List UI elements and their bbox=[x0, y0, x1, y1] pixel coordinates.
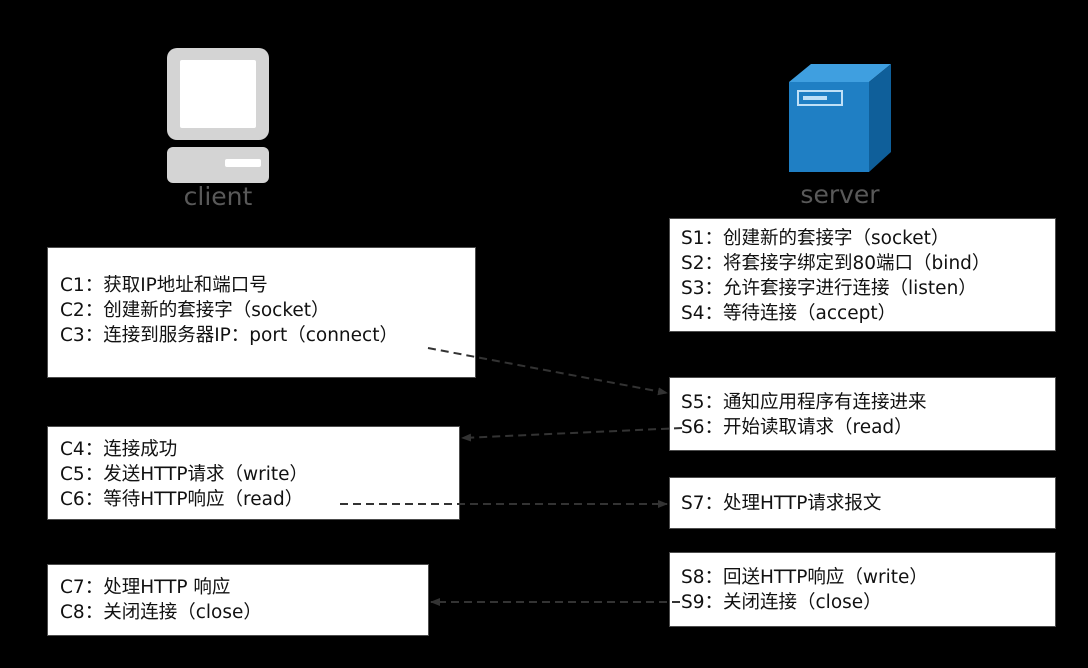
server-step-s3: S3：允许套接字进行连接（listen） bbox=[681, 278, 977, 299]
client-box-request: C4：连接成功 C5：发送HTTP请求（write） C6：等待HTTP响应（r… bbox=[47, 426, 460, 520]
server-step-s7: S7：处理HTTP请求报文 bbox=[681, 493, 882, 514]
client-step-c7: C7：处理HTTP 响应 bbox=[60, 577, 231, 598]
arrow-connect-to-s5 bbox=[427, 347, 668, 396]
client-step-c5: C5：发送HTTP请求（write） bbox=[60, 464, 309, 485]
server-step-s1: S1：创建新的套接字（socket） bbox=[681, 228, 950, 249]
server-step-s4: S4：等待连接（accept） bbox=[681, 303, 897, 324]
client-step-c1: C1：获取IP地址和端口号 bbox=[60, 275, 268, 296]
client-step-c4: C4：连接成功 bbox=[60, 439, 178, 460]
server-step-s6: S6：开始读取请求（read） bbox=[681, 417, 913, 438]
server-box-accept: S5：通知应用程序有连接进来 S6：开始读取请求（read） bbox=[669, 377, 1056, 451]
client-label: client bbox=[183, 182, 253, 211]
server-tower-icon bbox=[789, 64, 891, 172]
client-step-c6: C6：等待HTTP响应（read） bbox=[60, 489, 304, 510]
server-label: server bbox=[800, 180, 880, 209]
client-step-c8: C8：关闭连接（close） bbox=[60, 602, 262, 623]
server-step-s5: S5：通知应用程序有连接进来 bbox=[681, 392, 927, 413]
client-step-c2: C2：创建新的套接字（socket） bbox=[60, 300, 330, 321]
client-box-connect: C1：获取IP地址和端口号 C2：创建新的套接字（socket） C3：连接到服… bbox=[47, 247, 476, 378]
server-step-s9: S9：关闭连接（close） bbox=[681, 592, 882, 613]
client-step-c3: C3：连接到服务器IP：port（connect） bbox=[60, 325, 398, 346]
client-box-close: C7：处理HTTP 响应 C8：关闭连接（close） bbox=[47, 564, 429, 636]
arrow-s6-to-c4 bbox=[461, 427, 683, 442]
desktop-computer-icon bbox=[167, 48, 269, 183]
server-step-s2: S2：将套接字绑定到80端口（bind） bbox=[681, 253, 991, 274]
server-box-setup: S1：创建新的套接字（socket） S2：将套接字绑定到80端口（bind） … bbox=[669, 218, 1056, 332]
server-box-process: S7：处理HTTP请求报文 bbox=[669, 477, 1056, 529]
server-step-s8: S8：回送HTTP响应（write） bbox=[681, 567, 928, 588]
server-box-respond: S8：回送HTTP响应（write） S9：关闭连接（close） bbox=[669, 552, 1056, 627]
